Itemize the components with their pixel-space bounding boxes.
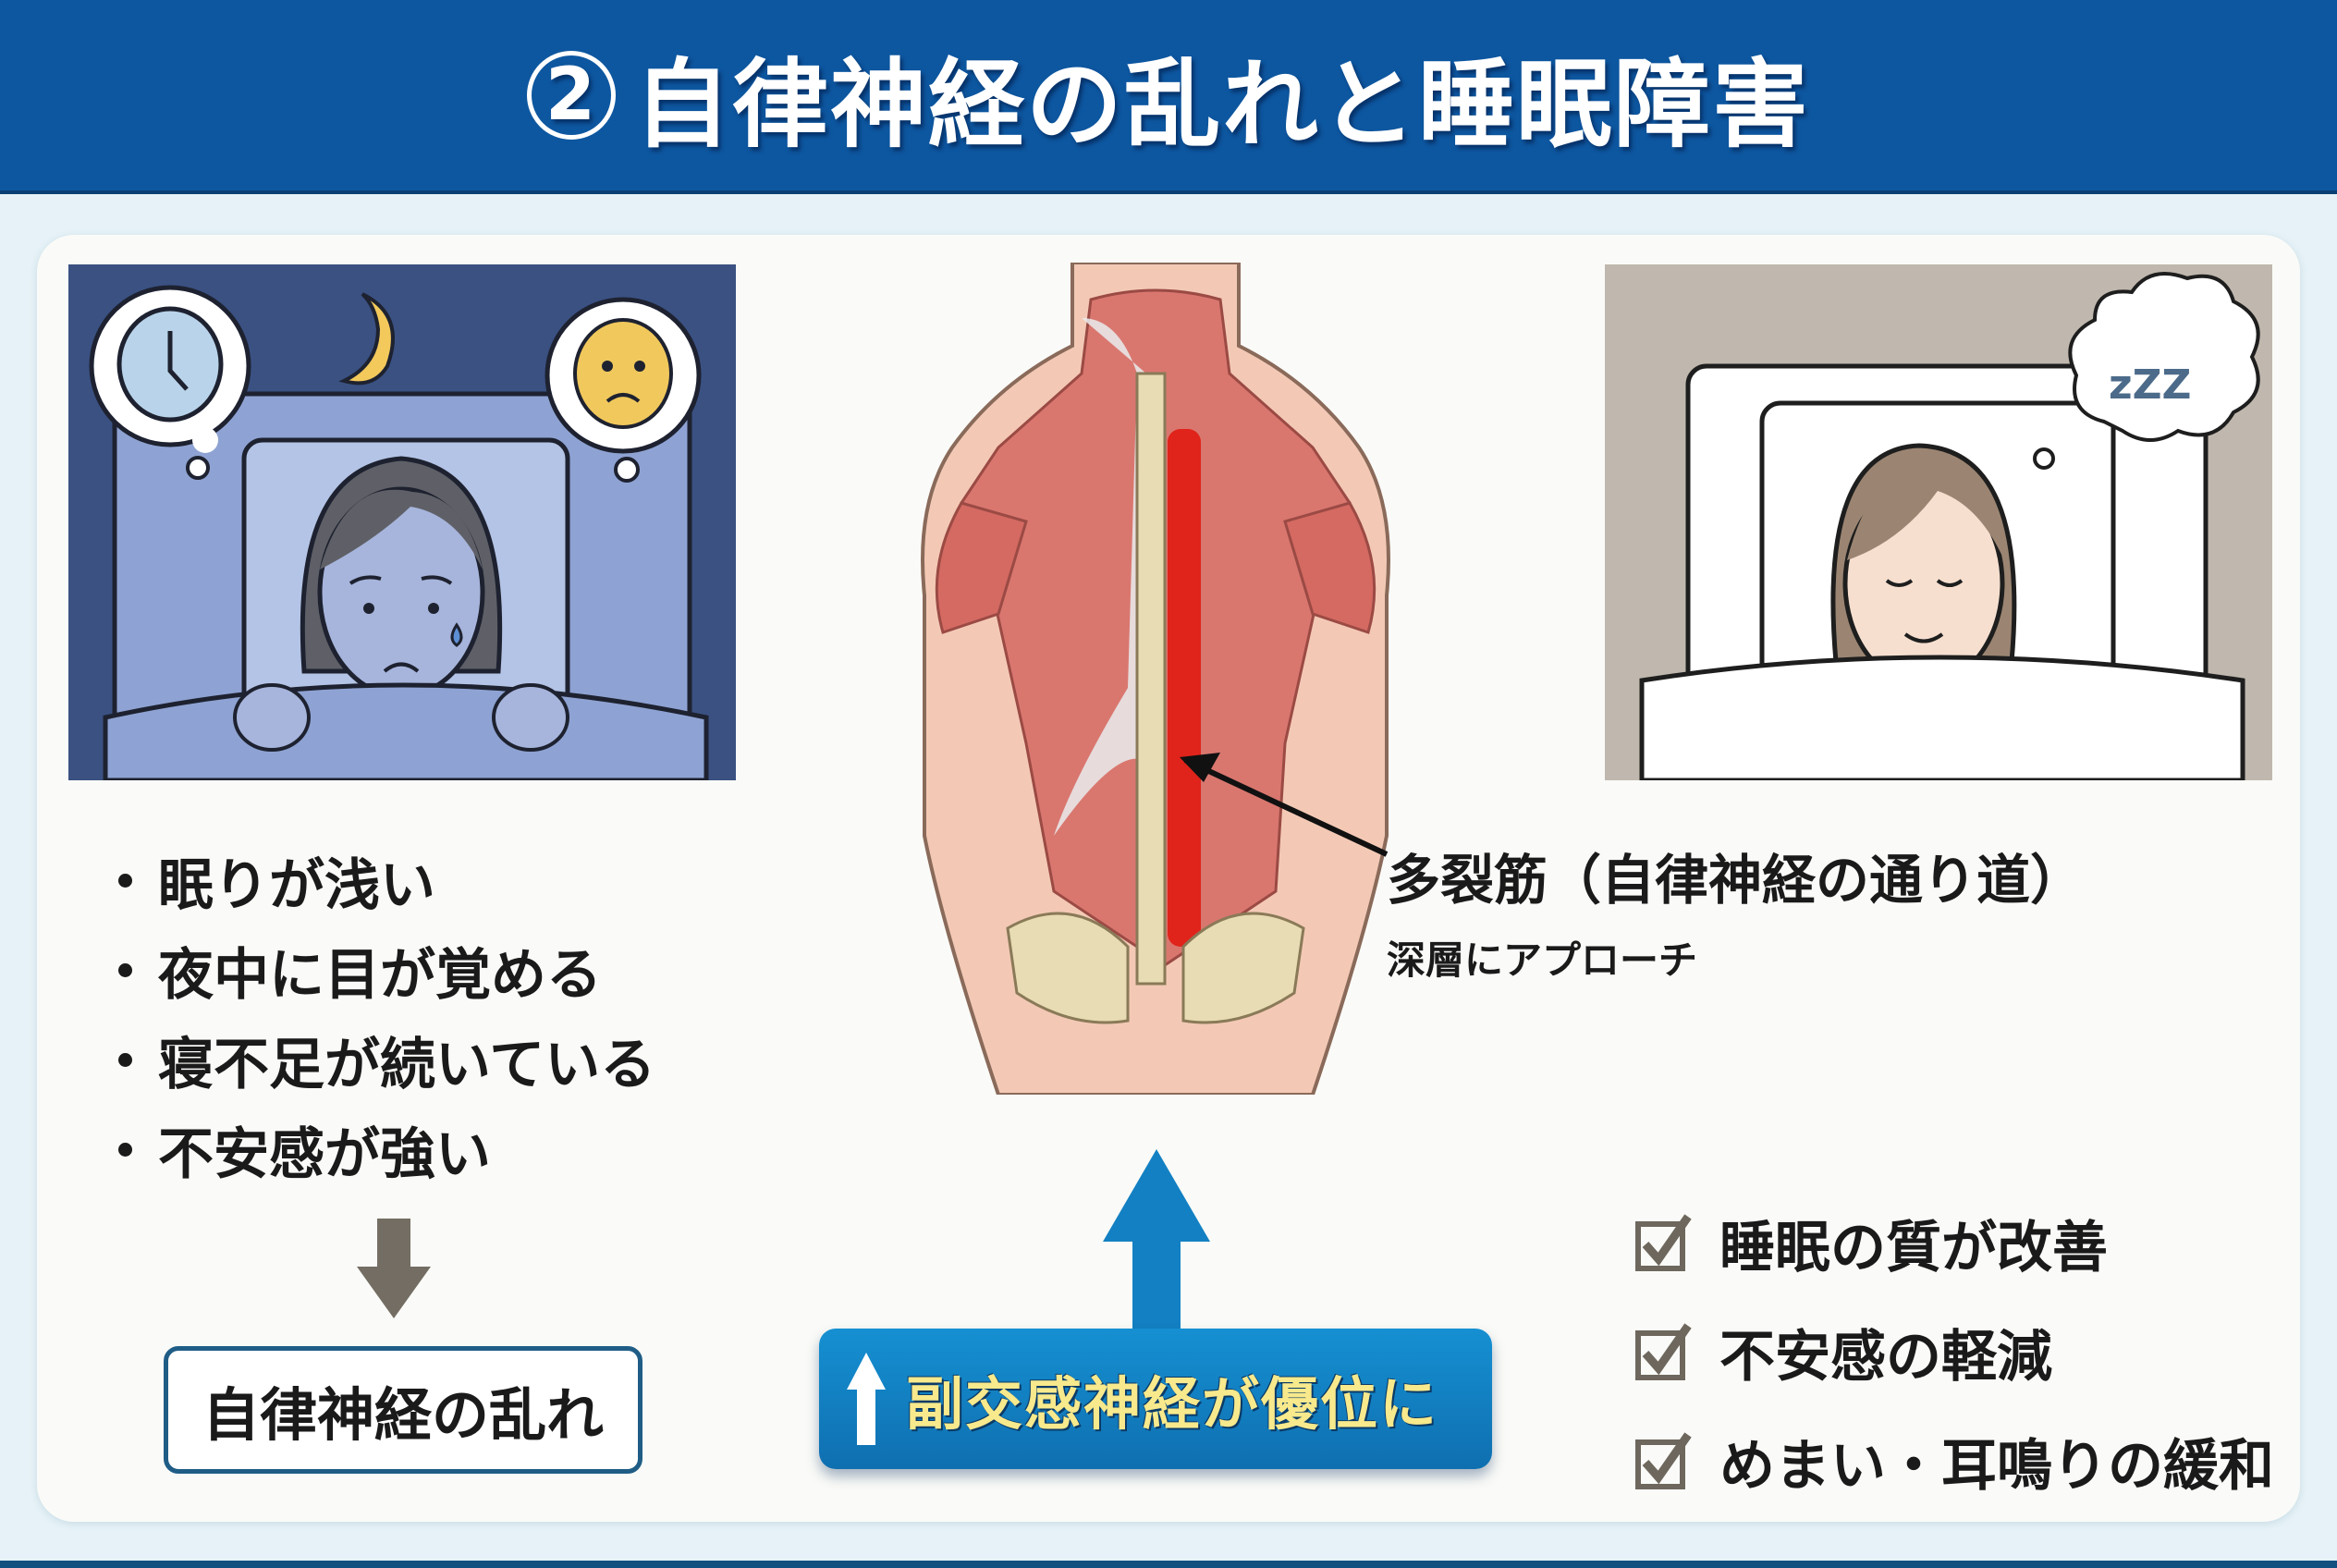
symptom-item: 不安感が強い	[118, 1105, 655, 1194]
arrow-up-icon	[1103, 1149, 1210, 1334]
benefit-item: 不安感の軽減	[1634, 1297, 2274, 1406]
checkbox-checked-icon	[1635, 1323, 1692, 1380]
symptom-item: 寝不足が続いている	[118, 1015, 655, 1105]
multifidus-highlight	[1168, 429, 1201, 947]
small-up-arrow-icon	[847, 1353, 886, 1445]
autonomic-disorder-box: 自律神経の乱れ	[164, 1346, 642, 1474]
sleep-thought-bubble-icon: zZZ	[2033, 272, 2260, 470]
page-title: 2 自律神経の乱れと睡眠障害	[526, 26, 1810, 165]
bullet-dot-icon	[118, 963, 132, 977]
header-banner: 2 自律神経の乱れと睡眠障害	[0, 0, 2337, 194]
checkbox-checked-icon	[1635, 1432, 1692, 1489]
deep-layer-caption: 深層にアプローチ	[1387, 937, 1698, 983]
parasympathetic-dominant-box: 副交感神経が優位に	[819, 1329, 1492, 1469]
section-number-badge: 2	[526, 51, 616, 140]
back-muscle-anatomy-illustration	[921, 263, 1390, 1095]
benefit-item: 睡眠の質が改善	[1634, 1188, 2274, 1297]
moon-icon	[338, 292, 395, 386]
checkbox-checked-icon	[1635, 1214, 1692, 1271]
parasympathetic-label: 副交感神経が優位に	[906, 1370, 1439, 1438]
insomnia-illustration	[68, 264, 736, 780]
good-sleep-illustration: zZZ	[1605, 264, 2272, 780]
worried-face-icon	[544, 297, 702, 483]
bullet-dot-icon	[118, 874, 132, 888]
multifidus-label: 多裂筋（自律神経の通り道）	[1387, 849, 2085, 912]
page-title-text: 自律神経の乱れと睡眠障害	[633, 47, 1810, 161]
bullet-dot-icon	[118, 1143, 132, 1157]
svg-text:zZZ: zZZ	[2109, 361, 2191, 409]
woman-sleeping-icon	[1830, 443, 2017, 688]
woman-worried-icon	[300, 456, 503, 699]
benefit-item: めまい・耳鳴りの緩和	[1634, 1406, 2274, 1515]
pointer-arrow-icon	[1180, 753, 1389, 857]
bullet-dot-icon	[118, 1053, 132, 1067]
spine-icon	[1135, 372, 1167, 986]
clock-icon	[89, 285, 251, 480]
symptom-list: 眠りが浅い 夜中に目が覚める 寝不足が続いている 不安感が強い	[118, 836, 655, 1194]
footer-bar	[0, 1561, 2337, 1568]
benefit-list: 睡眠の質が改善 不安感の軽減 めまい・耳鳴りの緩和	[1634, 1188, 2274, 1515]
symptom-item: 眠りが浅い	[118, 836, 655, 925]
arrow-down-icon	[357, 1219, 431, 1318]
symptom-item: 夜中に目が覚める	[118, 925, 655, 1015]
